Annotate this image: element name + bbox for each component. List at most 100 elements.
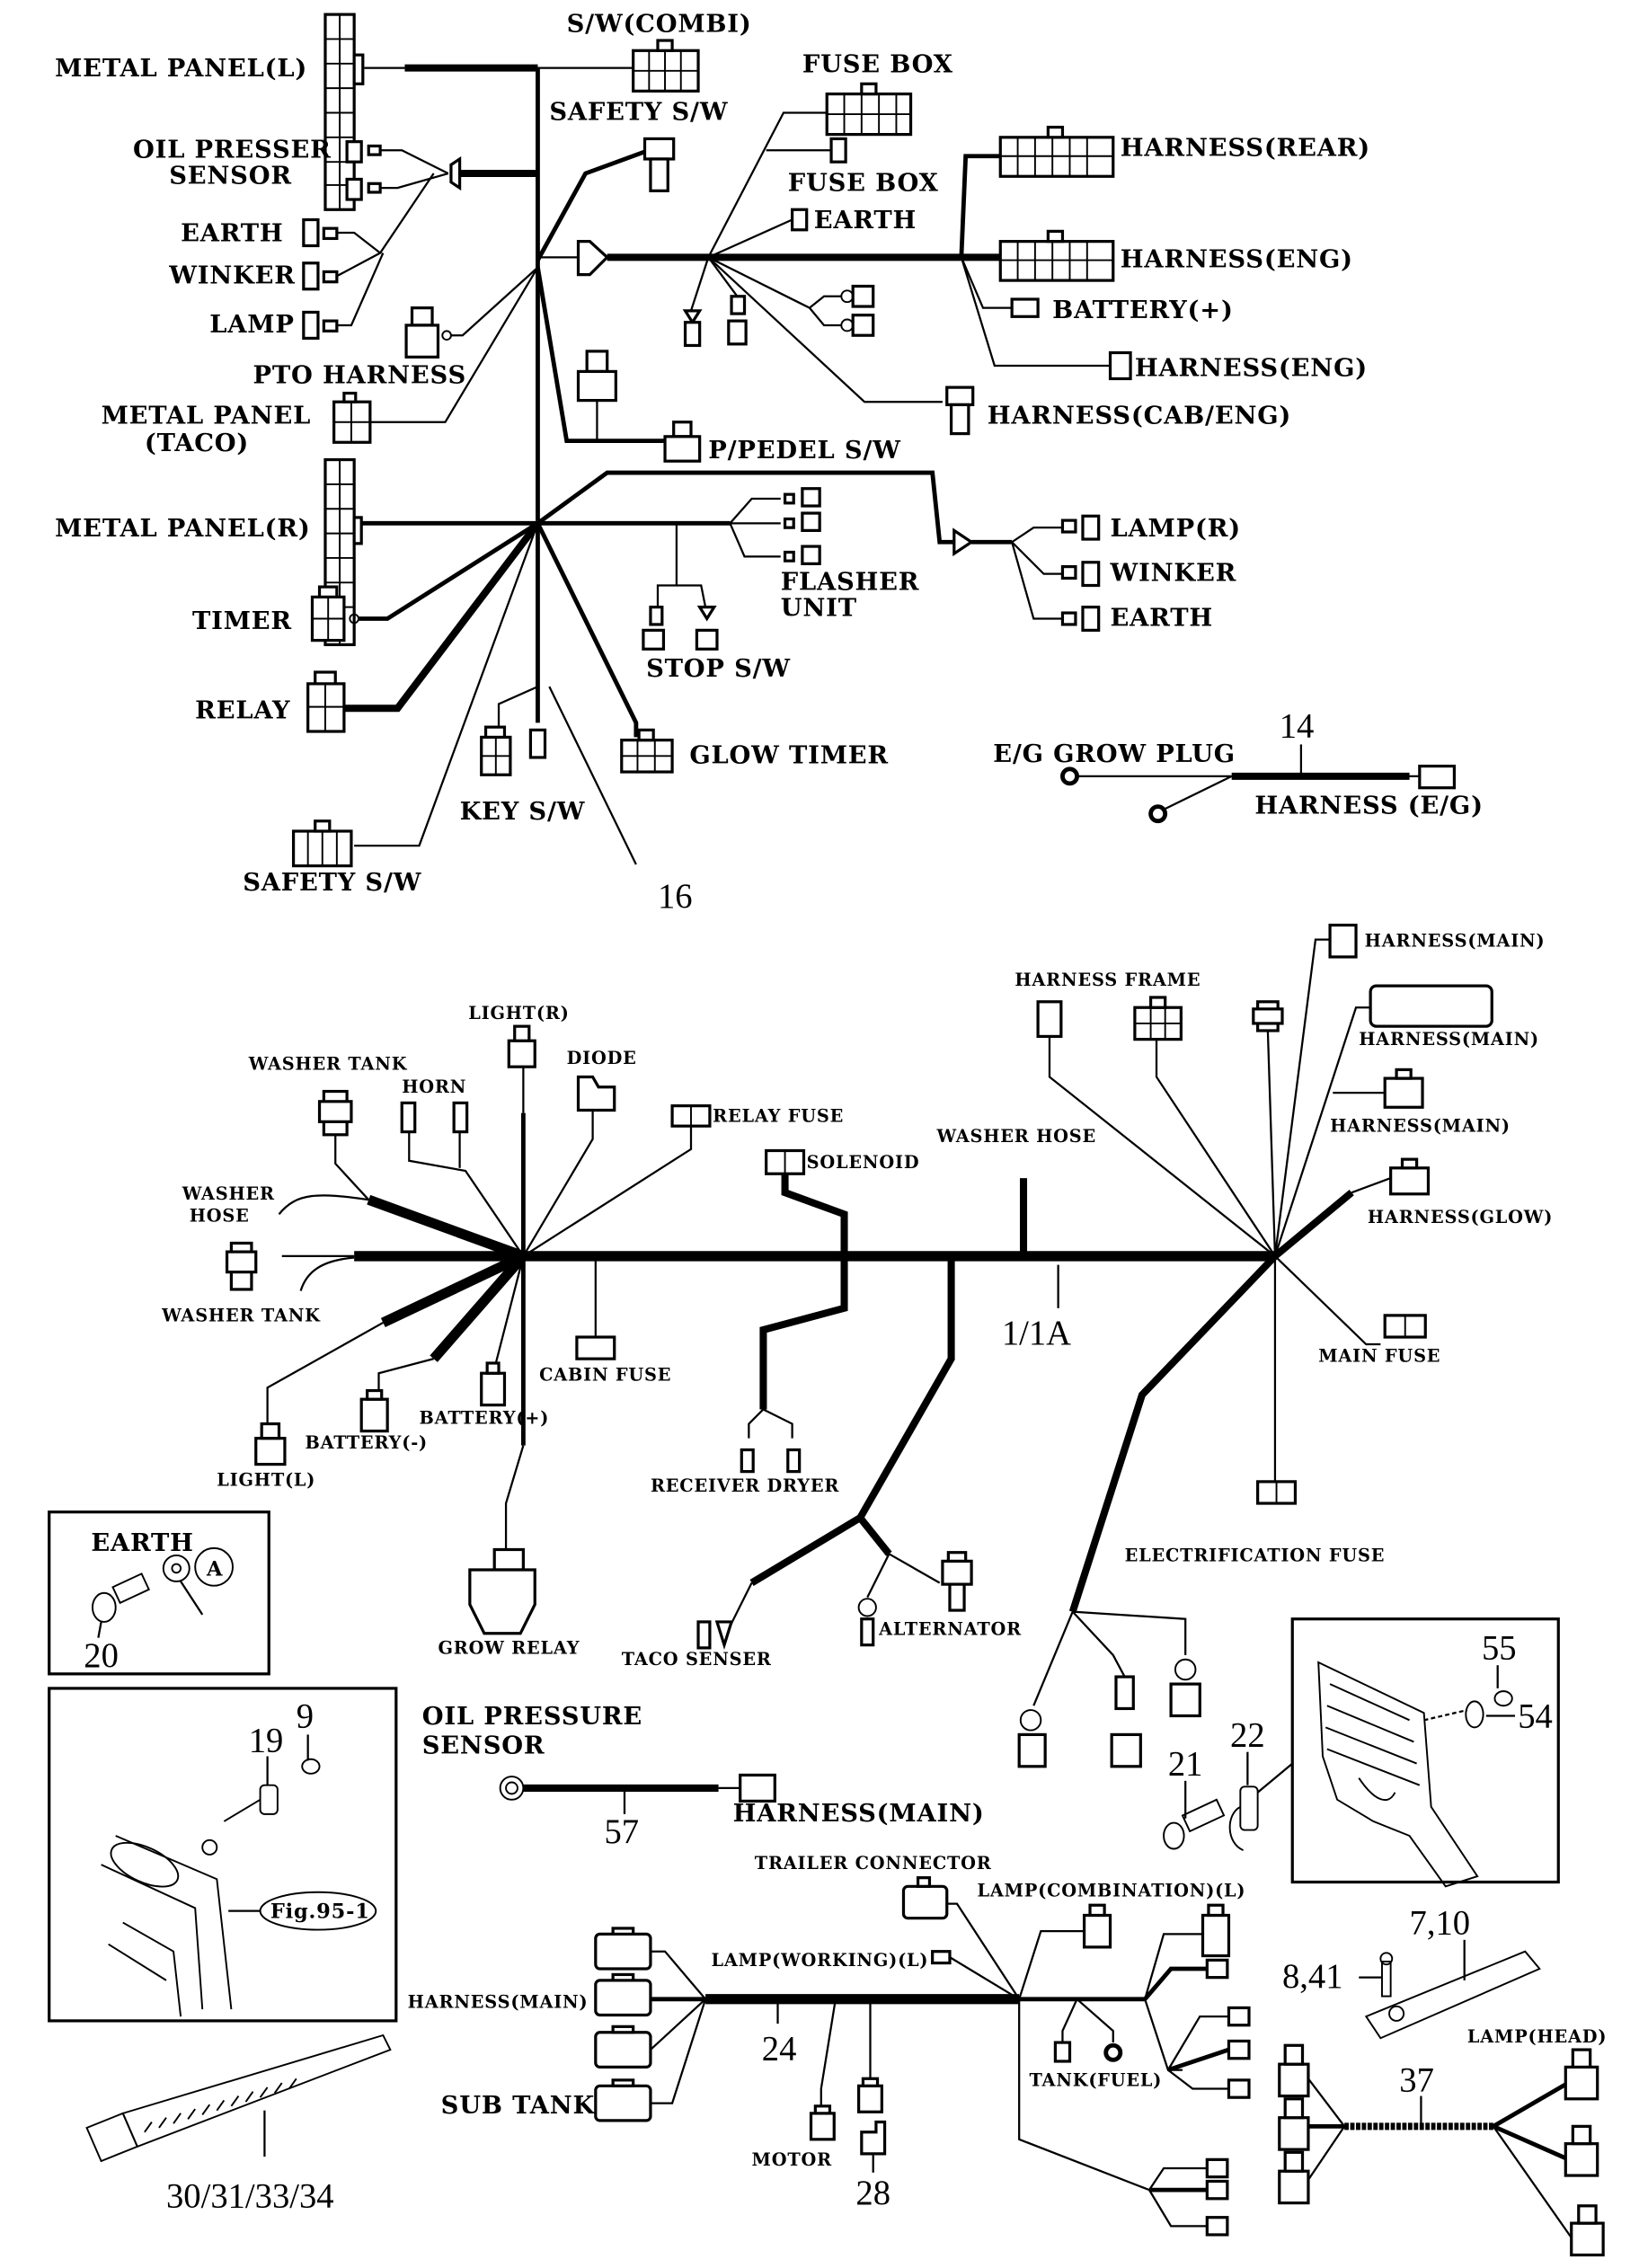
bracket-drawing-icon xyxy=(101,1758,321,2017)
wire xyxy=(1307,2078,1346,2128)
trailer-connector-icon xyxy=(901,1884,949,1920)
harness-glow-connector-icon xyxy=(1389,1157,1431,1196)
battery-plus-connector-icon xyxy=(1010,297,1040,318)
flasher-unit-connector-icon xyxy=(801,487,821,508)
label-earth-mid: EARTH xyxy=(814,206,917,235)
wire xyxy=(888,1553,941,1584)
wire xyxy=(946,1902,1021,2000)
label-oil-presser-1: OIL PRESSER xyxy=(133,135,332,164)
terminal-icon xyxy=(783,492,795,505)
label-harness-main-1: HARNESS(MAIN) xyxy=(1365,931,1546,952)
terminal-connector-icon xyxy=(1169,1682,1201,1718)
label-diode: DIODE xyxy=(567,1048,637,1068)
inset-earth-frame xyxy=(48,1511,270,1676)
label-battery-plus-main: BATTERY(+) xyxy=(420,1408,550,1429)
terminal-connector-icon xyxy=(730,295,747,315)
winker-r-connector-icon xyxy=(1081,561,1101,588)
head-lamp-left-connectors-icon xyxy=(1278,2043,1310,2205)
ring-terminal-icon xyxy=(851,314,875,337)
label-solenoid: SOLENOID xyxy=(807,1152,920,1173)
part-number-14: 14 xyxy=(1280,707,1315,745)
label-metal-panel-r: METAL PANEL(R) xyxy=(55,514,310,543)
wire xyxy=(1492,2082,1567,2129)
wire xyxy=(707,218,793,259)
wire xyxy=(1072,1610,1187,1655)
terminal-icon xyxy=(1060,518,1077,534)
part-28-icon xyxy=(860,2120,887,2156)
wire xyxy=(650,1950,706,2000)
label-washer-hose-mid: WASHER HOSE xyxy=(935,1126,1096,1147)
wire xyxy=(1018,1930,1085,2000)
label-motor: MOTOR xyxy=(752,2149,833,2170)
wire xyxy=(1011,541,1063,575)
label-harness-main-2: HARNESS(MAIN) xyxy=(1359,1029,1539,1050)
label-oil-presser-2: SENSOR xyxy=(169,161,292,190)
wire xyxy=(1155,1039,1276,1257)
wire xyxy=(367,1194,526,1262)
part-number-1-1a: 1/1A xyxy=(1002,1315,1071,1352)
ring xyxy=(840,318,855,332)
part-number-19: 19 xyxy=(249,1723,284,1760)
label-fuse-box-2: FUSE BOX xyxy=(788,168,939,197)
ring-terminal-icon xyxy=(851,284,875,308)
terminal-icon xyxy=(1227,2006,1251,2027)
wire xyxy=(650,1998,707,2104)
wire xyxy=(857,1515,892,1556)
glow-plug-harness-assembly: E/G GROW PLUG 14 HARNESS (E/G) xyxy=(993,707,1483,824)
terminal-icon xyxy=(783,550,795,563)
label-grow-relay: GROW RELAY xyxy=(438,1637,580,1658)
wire xyxy=(729,522,781,558)
label-cabin-fuse: CABIN FUSE xyxy=(539,1364,671,1385)
harness-cab-eng-connector-icon xyxy=(945,385,975,436)
oil-presser-sensor-connector-icon xyxy=(345,140,462,201)
wire xyxy=(1272,1190,1354,1260)
wire xyxy=(949,1956,1020,2000)
key-sw-terminal-icon xyxy=(528,728,547,759)
washer-tank-left-connector-icon xyxy=(225,1241,258,1291)
wire xyxy=(1144,1933,1203,2000)
light-r-connector-icon xyxy=(507,1024,536,1068)
label-metal-panel-taco-2: (TACO) xyxy=(145,429,249,457)
label-flasher-1: FLASHER xyxy=(781,567,920,596)
washer-tank-top-connector-icon xyxy=(317,1089,353,1137)
terminal-icon xyxy=(1060,611,1077,626)
terminal-icon xyxy=(649,606,664,626)
label-harness-main-3: HARNESS(MAIN) xyxy=(1330,1116,1511,1137)
label-lamp-left: LAMP xyxy=(209,310,294,339)
wire xyxy=(707,256,811,309)
label-alternator: ALTERNATOR xyxy=(878,1618,1022,1639)
part-number-30-31-33-34: 30/31/33/34 xyxy=(166,2177,334,2215)
wire xyxy=(689,256,710,312)
wire xyxy=(494,1255,525,1364)
part-number-37: 37 xyxy=(1399,2062,1434,2100)
wire xyxy=(1148,2166,1208,2191)
wire xyxy=(866,1553,890,1599)
wire xyxy=(522,1110,594,1257)
label-washer-hose-1: WASHER xyxy=(182,1183,275,1204)
label-lamp-working-l: LAMP(WORKING)(L) xyxy=(712,1950,929,1971)
battery-minus-connector-icon xyxy=(359,1388,389,1433)
wire xyxy=(1351,1177,1392,1194)
metal-panel-taco-connector-icon xyxy=(332,391,372,444)
lamp-r-connector-icon xyxy=(1081,514,1101,541)
rear-harness-assembly: HARNESS(MAIN) SUB TANK 24 MOTOR 28 TRAIL… xyxy=(408,1853,1251,2237)
wire xyxy=(1492,2124,1567,2160)
wire xyxy=(1018,1998,1150,2192)
part-number-8-41: 8,41 xyxy=(1282,1958,1343,1996)
ring-terminal-icon xyxy=(1019,1709,1042,1732)
part-number-9: 9 xyxy=(297,1697,314,1735)
lamp-working-connector-icon xyxy=(931,1950,952,1965)
flasher-unit-connector-icon xyxy=(801,545,821,565)
label-harness-cab-eng: HARNESS(CAB/ENG) xyxy=(988,401,1291,430)
wire xyxy=(1274,1255,1381,1346)
metal-panel-l-connector-icon xyxy=(323,13,365,211)
harness-main-2-connector-icon xyxy=(1369,984,1493,1028)
battery-plus-connector-icon xyxy=(480,1361,507,1407)
label-earth-left: EARTH xyxy=(181,219,283,248)
oil-pressure-sensor-terminal-icon xyxy=(499,1776,525,1801)
main-harness-assembly: WASHER TANK WASHER HOSE WASHER TANK HORN… xyxy=(161,923,1552,1768)
wire xyxy=(1071,1610,1126,1678)
part-number-22: 22 xyxy=(1230,1716,1265,1754)
label-sw-combi: S/W(COMBI) xyxy=(567,9,752,38)
